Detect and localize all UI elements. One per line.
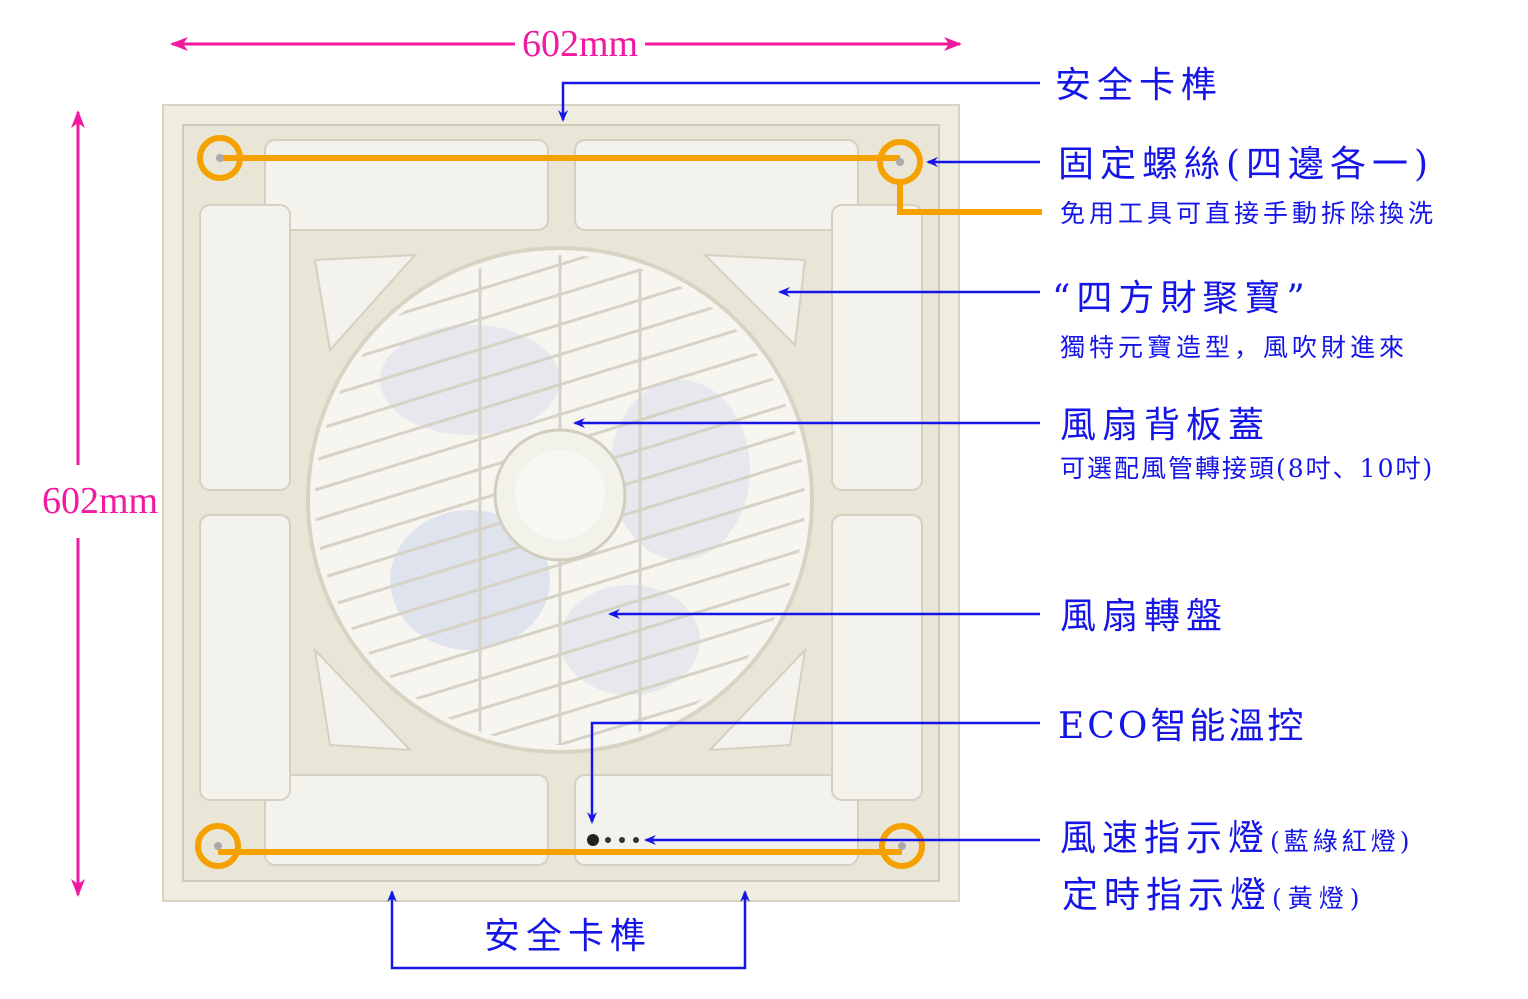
screw-top-left (197, 135, 243, 181)
label-eco-control: ECO智能溫控 (1058, 706, 1306, 747)
label-fan-rotor: 風扇轉盤 (1060, 596, 1228, 637)
indicator-lights (587, 834, 639, 846)
screw-bottom-left (195, 823, 241, 869)
width-label: 602mm (522, 23, 638, 65)
screw-markers (195, 135, 1042, 869)
label-speed-light: 風速指示燈(藍綠紅燈) (1060, 818, 1414, 859)
label-fixing-screws: 固定螺絲(四邊各一) (1058, 144, 1434, 185)
label-back-cover: 風扇背板蓋 (1060, 405, 1270, 446)
fan-panel (162, 104, 960, 902)
label-back-cover-note: 可選配風管轉接頭(8吋、10吋) (1060, 454, 1434, 483)
height-label: 602mm (42, 480, 158, 522)
label-design-note: 獨特元寶造型，風吹財進來 (1060, 333, 1408, 362)
screw-bottom-right (879, 823, 925, 869)
label-fixing-screws-note: 免用工具可直接手動拆除換洗 (1060, 199, 1437, 228)
label-timer-light: 定時指示燈(黃燈) (1062, 875, 1366, 916)
label-safety-latch-top: 安全卡榫 (1055, 65, 1223, 106)
label-safety-latch-bottom: 安全卡榫 (484, 916, 652, 957)
callout-lines (387, 81, 1040, 970)
label-design-title: “四方財聚寶” (1052, 278, 1311, 319)
